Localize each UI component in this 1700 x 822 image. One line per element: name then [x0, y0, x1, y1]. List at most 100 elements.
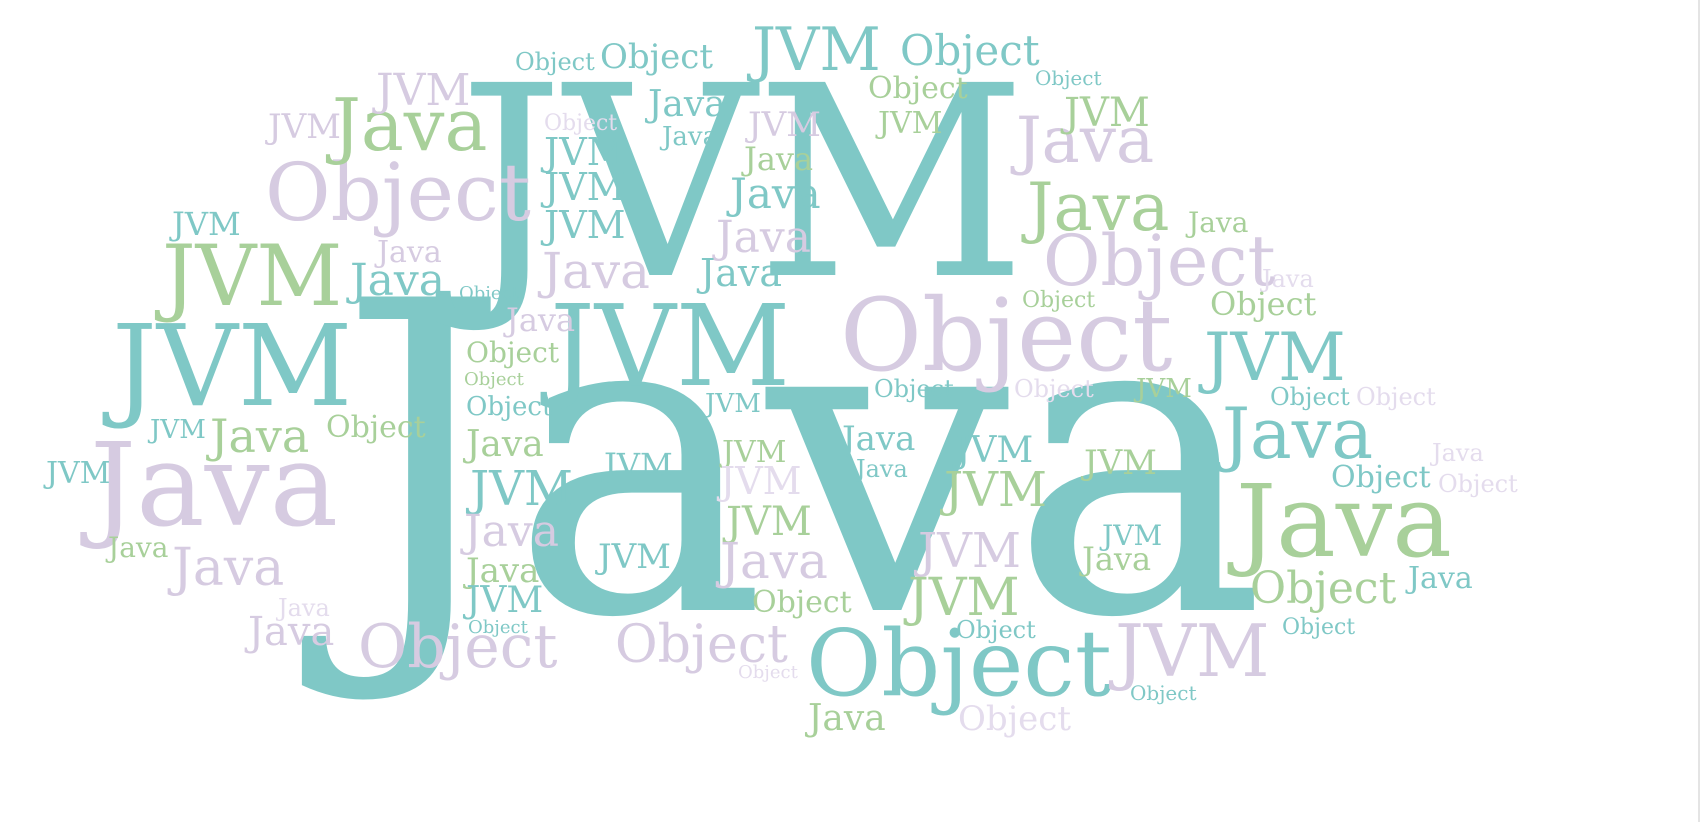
- word-jvm: JVM: [147, 415, 206, 445]
- word-object: Object: [1250, 563, 1397, 614]
- word-java: Java: [741, 140, 813, 178]
- word-java: Java: [1259, 265, 1314, 293]
- word-java: Java: [298, 212, 1266, 712]
- word-object: Object: [958, 699, 1071, 739]
- word-java: Java: [839, 419, 915, 459]
- word-jvm: JVM: [913, 523, 1021, 579]
- word-java: Java: [460, 506, 559, 557]
- word-object: Object: [1035, 66, 1101, 90]
- word-jvm: JVM: [43, 456, 110, 491]
- word-object: Object: [1438, 470, 1518, 498]
- edge-divider: [1698, 0, 1700, 822]
- word-java: Java: [80, 419, 338, 553]
- word-object: Object: [466, 336, 560, 369]
- word-java: Java: [1010, 104, 1154, 178]
- word-jvm: JVM: [540, 130, 626, 174]
- word-jvm: JVM: [952, 430, 1033, 471]
- word-object: Object: [326, 410, 426, 445]
- word-object: Object: [1331, 460, 1431, 495]
- word-java: Java: [715, 532, 828, 590]
- word-jvm: JVM: [169, 205, 241, 243]
- word-java: Java: [1405, 561, 1473, 596]
- word-jvm: JVM: [1081, 443, 1157, 483]
- word-jvm: JVM: [102, 302, 352, 432]
- word-object: Object: [615, 615, 788, 675]
- word-java: Java: [503, 301, 575, 339]
- word-java: Java: [804, 698, 886, 739]
- word-object: Object: [840, 277, 1172, 394]
- word-object: Object: [468, 617, 529, 638]
- word-java: Java: [105, 531, 168, 564]
- word-object: Object: [874, 375, 954, 403]
- word-jvm: JVM: [265, 107, 341, 147]
- word-jvm: JVM: [595, 537, 671, 577]
- word-jvm: JVM: [540, 203, 626, 247]
- word-jvm: JVM: [702, 389, 761, 419]
- word-java: Java: [167, 538, 284, 598]
- word-java: Java: [206, 409, 309, 463]
- word-jvm: JVM: [540, 165, 626, 209]
- word-java: Java: [462, 424, 544, 465]
- word-object: Object: [1014, 375, 1094, 403]
- word-jvm: JVM: [1099, 519, 1162, 552]
- word-object: Object: [1270, 383, 1350, 411]
- word-object: Object: [459, 283, 520, 304]
- word-jvm: JVM: [903, 568, 1020, 628]
- word-jvm: JVM: [722, 499, 812, 545]
- word-java: Java: [1429, 439, 1484, 467]
- word-object: Object: [806, 610, 1112, 717]
- word-object: Object: [738, 662, 799, 683]
- word-jvm: JVM: [1133, 374, 1192, 404]
- word-jvm: JVM: [1198, 319, 1346, 396]
- word-jvm: JVM: [746, 15, 881, 85]
- word-object: Object: [466, 392, 553, 422]
- word-object: Object: [1210, 285, 1317, 323]
- word-object: Object: [544, 111, 617, 136]
- word-object: Object: [752, 585, 852, 620]
- word-jvm: JVM: [1108, 609, 1270, 693]
- word-object: Object: [464, 369, 525, 390]
- word-jvm: JVM: [719, 435, 786, 470]
- word-java: Java: [1021, 169, 1169, 246]
- word-object: Object: [1356, 383, 1436, 411]
- word-java: Java: [244, 609, 334, 655]
- word-jvm: JVM: [540, 282, 790, 412]
- word-java: Java: [346, 255, 445, 306]
- word-java: Java: [712, 212, 811, 263]
- word-jvm: JVM: [465, 461, 573, 517]
- word-jvm: JVM: [716, 459, 802, 503]
- word-jvm: JVM: [372, 65, 470, 116]
- word-jvm: JVM: [462, 580, 543, 621]
- word-object: Object: [1282, 615, 1355, 640]
- word-object: Object: [1043, 220, 1276, 302]
- word-jvm: JVM: [601, 446, 673, 484]
- word-object: Object: [900, 26, 1040, 75]
- word-java: Java: [726, 169, 821, 218]
- word-jvm: JVM: [154, 227, 342, 325]
- word-jvm: JVM: [939, 462, 1047, 518]
- word-java: Java: [1185, 206, 1248, 239]
- word-jvm: JVM: [745, 105, 821, 145]
- word-java: Java: [853, 455, 908, 483]
- word-object: Object: [1130, 681, 1196, 705]
- word-object: Object: [1022, 288, 1095, 313]
- word-java: Java: [644, 84, 726, 125]
- word-jvm: JVM: [875, 106, 942, 141]
- word-object: Object: [358, 612, 557, 682]
- word-object: Object: [515, 48, 595, 76]
- word-java: Java: [1216, 393, 1373, 475]
- word-java: Java: [275, 594, 330, 622]
- word-java: Java: [1227, 463, 1452, 580]
- word-object: Object: [868, 71, 968, 106]
- word-jvm: JVM: [1060, 90, 1150, 136]
- word-jvm: JVM: [433, 30, 1027, 338]
- word-java: Java: [659, 122, 718, 152]
- word-java: Java: [463, 551, 539, 591]
- word-object: Object: [600, 37, 713, 77]
- word-java: Java: [537, 242, 650, 300]
- word-java: Java: [374, 235, 442, 270]
- word-java: Java: [325, 83, 487, 167]
- word-object: Object: [956, 616, 1036, 644]
- word-java: Java: [1079, 540, 1151, 578]
